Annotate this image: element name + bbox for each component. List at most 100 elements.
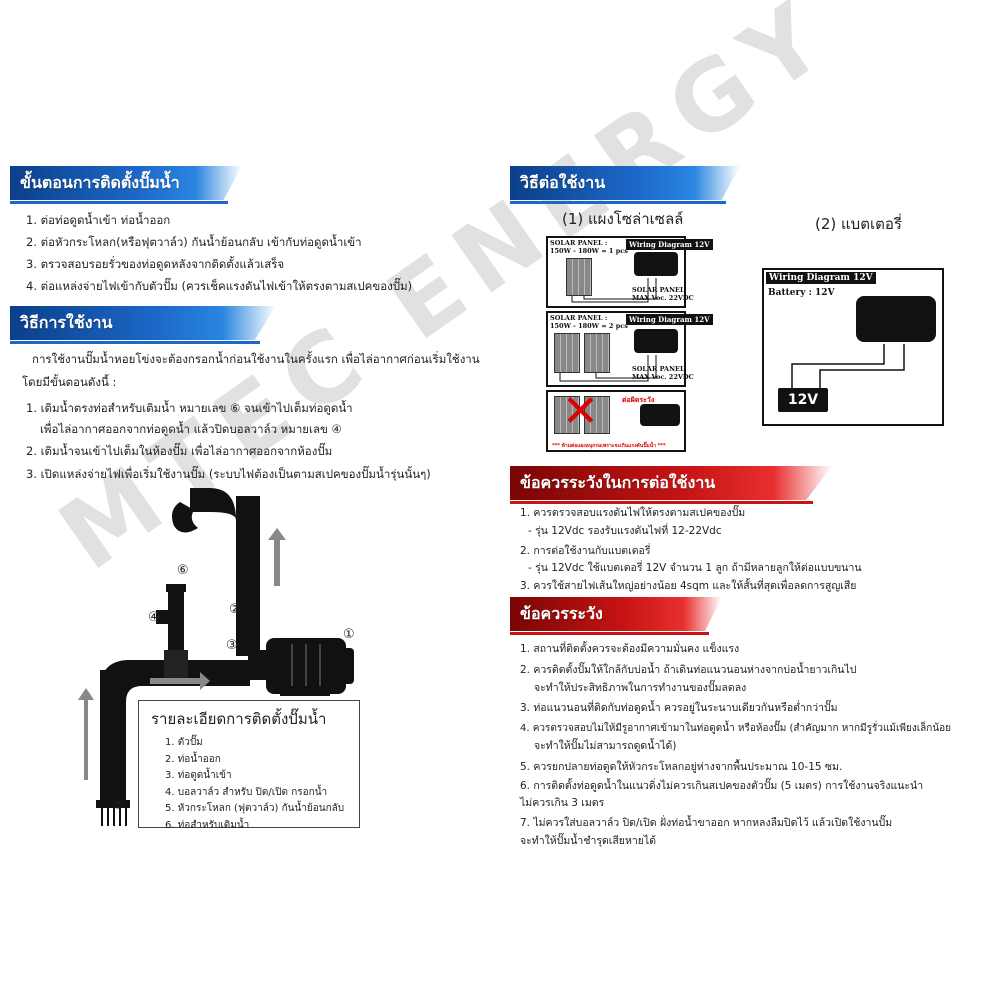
usage-intro-line1: การใช้งานปั๊มน้ำหอยโข่งจะต้องกรอกน้ำก่อน… [32,352,480,366]
cautions-title: ข้อควรระวัง [520,604,603,623]
caution-connect-2a: - รุ่น 12Vdc ใช้แบตเตอรี่ 12V จำนวน 1 ลู… [528,562,862,574]
caution-6-cont: ไม่ควรเกิน 3 เมตร [520,797,605,809]
outlet-hose [172,502,198,533]
caution-connect-2: 2. การต่อใช้งานกับแบตเตอรี่ [520,545,651,557]
flow-arrow-up-right [268,528,286,586]
caution-connect-1a: - รุ่น 12Vdc รองรับแรงดันไฟที่ 12-22Vdc [528,525,722,537]
caution-6: 6. การติดตั้งท่อดูดน้ำในแนวดิ่งไม่ควรเกิ… [520,780,924,792]
spec-1: SOLAR PANEL [632,365,685,373]
wiring-tag: Wiring Diagram 12V [766,272,876,284]
callout-2: ② [229,602,241,617]
legend-item: 5. หัวกระโหลก (ฟุตวาล์ว) กันน้ำย้อนกลับ [165,803,345,814]
wiring-tag: Wiring Diagram 12V [626,314,713,325]
solar-wiring-card-wrong: ✕ ต่อผิดระวัง *** ห้ามต่อแผงอนุกรมเพราะจ… [546,390,686,452]
panel-spec: 150W - 180W = 1 pcs [550,247,628,255]
wrong-footnote: *** ห้ามต่อแผงอนุกรมเพราะจะเกินแรงดันปั๊… [552,443,666,449]
callout-4: ④ [148,610,160,625]
spec-2: MAX Voc. 22VDC [632,294,694,302]
legend-item: 6. ท่อสำหรับเติมน้ำ [165,819,250,831]
diagram-legend: รายละเอียดการติดตั้งปั๊มน้ำ 1. ตัวปั๊ม 2… [138,700,360,831]
battery-wiring-card: Wiring Diagram 12V Battery : 12V 12V [762,268,944,426]
solar-panel-icon [584,396,610,434]
pump-icon [856,296,936,342]
solar-wiring-card-2: SOLAR PANEL : 150W - 180W = 2 pcs Wiring… [546,311,713,387]
list-item: 1. ต่อท่อดูดน้ำเข้า ท่อน้ำออก [26,213,171,227]
callout-5: ⑤ [113,798,125,813]
usage-intro-line2: โดยมีขั้นตอนดังนี้ : [22,375,117,389]
spec-1: SOLAR PANEL [632,286,685,294]
caution-connect-3: 3. ควรใช้สายไฟเส้นใหญ่อย่างน้อย 4sqm และ… [520,580,857,592]
usage-step-3: 3. เปิดแหล่งจ่ายไฟเพื่อเริ่มใช้งานปั๊ม (… [26,467,431,481]
usage-step-1-cont: เพื่อไล่อากาศออกจากท่อดูดน้ำ แล้วปิดบอลว… [40,422,342,436]
solar-wiring-card-1: SOLAR PANEL : 150W - 180W = 1 pcs Wiring… [546,236,713,308]
wiring-lines [571,278,657,303]
pump-inlet [248,650,270,680]
flow-arrow-up-left [78,688,94,780]
panel-text: SOLAR PANEL : [550,239,608,247]
install-steps-list: 1. ต่อท่อดูดน้ำเข้า ท่อน้ำออก 2. ต่อหัวก… [26,209,412,297]
caution-7-cont: จะทำให้ปั๊มน้ำชำรุดเสียหายได้ [520,835,657,847]
outlet-pipe [236,496,260,656]
list-item: 3. ตรวจสอบรอยรั่วของท่อดูดหลังจากติดตั้ง… [26,257,285,271]
caution-4: 4. ควรตรวจสอบไม่ให้มีรูอากาศเข้ามาในท่อด… [520,723,952,734]
solar-heading: (1) แผงโซล่าเซลล์ [562,210,684,228]
connection-cautions-banner: ข้อควรระวังในการต่อใช้งาน [510,466,832,504]
battery-heading: (2) แบตเตอรี่ [815,215,902,233]
solar-panel-icon [584,333,610,373]
fill-cap [166,584,186,592]
foot-valve [96,800,130,808]
wiring-lines [791,344,905,388]
ball-valve [156,610,170,624]
callout-3: ③ [226,638,238,653]
legend-item: 3. ท่อดูดน้ำเข้า [165,770,232,781]
legend-title: รายละเอียดการติดตั้งปั๊มน้ำ [151,710,327,728]
caution-2: 2. ควรติดตั้งปั๊มให้ใกล้กับบ่อน้ำ ถ้าเดิ… [520,664,857,676]
caution-1: 1. สถานที่ติดตั้งควรจะต้องมีความมั่นคง แ… [520,643,740,655]
caution-4-cont: จะทำให้ปั๊มไม่สามารถดูดน้ำได้) [534,740,677,752]
usage-title: วิธีการใช้งาน [20,313,113,332]
solar-panel-icon [554,396,580,434]
outlet-elbow [190,488,236,520]
list-item: 4. ต่อแหล่งจ่ายไฟเข้ากับตัวปั๊ม (ควรเช็ค… [26,279,413,293]
caution-5: 5. ควรยกปลายท่อดูดให้หัวกระโหลกอยู่ห่างจ… [520,761,843,773]
wiring-lines [559,355,657,382]
legend-item: 4. บอลวาล์ว สำหรับ ปิด/เปิด กรอกน้ำ [165,786,328,798]
installation-diagram [78,488,354,826]
caution-2-cont: จะทำให้ประสิทธิภาพในการทำงานของปั๊มลดลง [534,682,747,694]
callout-1: ① [343,627,355,642]
usage-banner: วิธีการใช้งาน [10,306,276,344]
connection-cautions-title: ข้อควรระวังในการต่อใช้งาน [520,473,716,492]
pump-motor-cap [340,648,354,684]
legend-item: 1. ตัวปั๊ม [165,737,203,748]
tee-fitting [164,650,188,678]
connection-title: วิธีต่อใช้งาน [520,173,606,192]
connection-banner: วิธีต่อใช้งาน [510,166,740,204]
battery-text: 12V [787,392,819,408]
usage-step-2: 2. เติมน้ำจนเข้าไปเต็มในห้องปั๊ม เพื่อไล… [26,444,333,458]
legend-item: 2. ท่อน้ำออก [165,753,221,765]
solar-panel-icon [566,258,592,296]
wrong-warning: ต่อผิดระวัง [622,396,655,404]
pump-icon [634,252,678,276]
battery-icon: 12V [778,388,828,412]
caution-3: 3. ท่อแนวนอนที่ติดกับท่อดูดน้ำ ควรอยู่ใน… [520,702,838,714]
panel-text: SOLAR PANEL : [550,314,608,322]
solar-panel-icon [554,333,580,373]
pump-icon [634,329,678,353]
caution-7: 7. ไม่ควรใส่บอลวาล์ว ปิด/เปิด ฝั่งท่อน้ำ… [520,817,893,829]
wrong-x-icon: ✕ [562,386,599,437]
usage-step-1: 1. เติมน้ำตรงท่อสำหรับเติมน้ำ หมายเลข ⑥ … [26,401,353,415]
pump-icon [640,404,680,426]
cautions-banner: ข้อควรระวัง [510,597,722,635]
flow-arrow-right [150,672,210,690]
install-steps-banner: ขั้นตอนการติดตั้งปั๊มน้ำ [10,166,242,204]
spec-2: MAX Voc. 22VDC [632,373,694,381]
list-item: 2. ต่อหัวกระโหลก(หรือฟุตวาล์ว) กันน้ำย้อ… [26,235,362,249]
pump-base [280,688,330,696]
panel-spec: 150W - 180W = 2 pcs [550,322,628,330]
caution-connect-1: 1. ควรตรวจสอบแรงดันไฟให้ตรงตามสเปคของปั๊… [520,507,746,519]
wiring-tag: Wiring Diagram 12V [626,239,713,250]
install-steps-title: ขั้นตอนการติดตั้งปั๊มน้ำ [20,173,180,192]
battery-label: Battery : 12V [768,288,835,298]
legend-list: 1. ตัวปั๊ม 2. ท่อน้ำออก 3. ท่อดูดน้ำเข้า… [165,735,344,834]
